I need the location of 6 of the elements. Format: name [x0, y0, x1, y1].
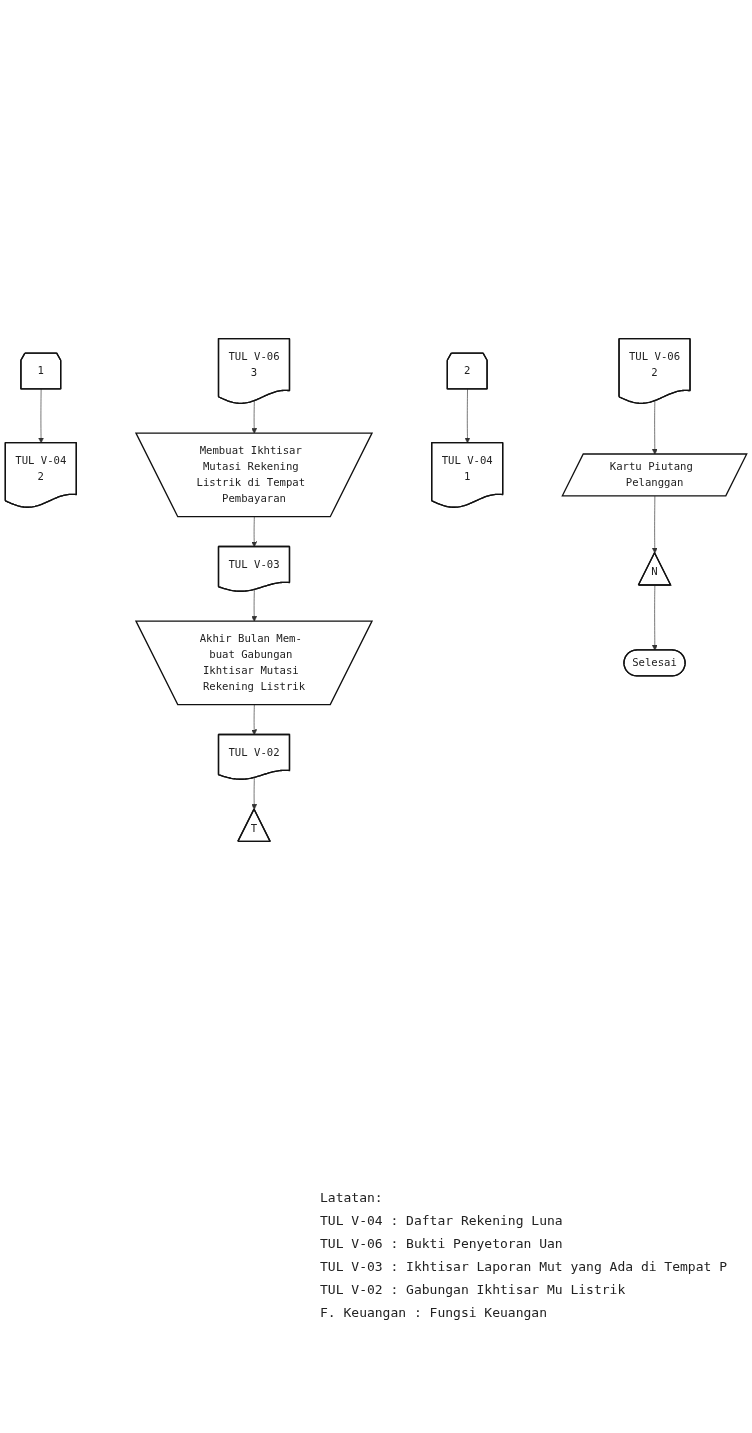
note-text: TUL V-06 : Bukti Penyetoran Uan [320, 1236, 564, 1251]
note-text: TUL V-02 : Gabungan Ikhtisar Mu Listrik [320, 1282, 627, 1297]
note-text: TUL V-03 : Ikhtisar Laporan Mut yang Ada di Tempat P [320, 1259, 728, 1274]
note-text: F. Keuangan : Fungsi Keuangan [320, 1305, 548, 1320]
note-text: TUL V-04 : Daftar Rekening Luna [320, 1213, 564, 1228]
note-text: Latatan: [320, 1190, 384, 1205]
